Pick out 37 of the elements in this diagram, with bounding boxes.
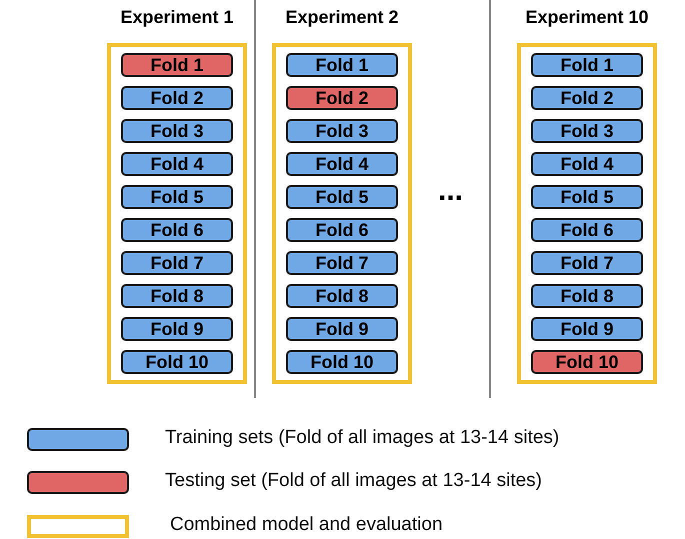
- legend-text: Combined model and evaluation: [170, 514, 443, 536]
- experiment-heading: Experiment 2: [285, 7, 399, 28]
- training-fold: Fold 9: [286, 317, 398, 341]
- training-fold: Fold 4: [121, 152, 233, 176]
- legend-text: Testing set (Fold of all images at 13-14 sites): [165, 470, 542, 492]
- training-fold: Fold 6: [286, 218, 398, 242]
- training-fold: Fold 7: [531, 251, 643, 275]
- training-fold: Fold 7: [121, 251, 233, 275]
- training-fold: Fold 8: [121, 284, 233, 308]
- training-fold: Fold 4: [531, 152, 643, 176]
- training-fold: Fold 6: [531, 218, 643, 242]
- ellipsis: ...: [438, 176, 464, 206]
- training-fold: Fold 5: [121, 185, 233, 209]
- training-fold: Fold 1: [286, 53, 398, 77]
- training-fold: Fold 1: [531, 53, 643, 77]
- testing-fold: Fold 10: [531, 350, 643, 374]
- training-fold: Fold 3: [531, 119, 643, 143]
- experiment-heading: Experiment 1: [120, 7, 234, 28]
- testing-fold: Fold 1: [121, 53, 233, 77]
- training-fold: Fold 3: [286, 119, 398, 143]
- experiment-heading: Experiment 10: [525, 7, 649, 28]
- training-fold: Fold 2: [121, 86, 233, 110]
- training-fold: Fold 6: [121, 218, 233, 242]
- training-fold: Fold 4: [286, 152, 398, 176]
- testing-fold: Fold 2: [286, 86, 398, 110]
- training-fold: Fold 8: [531, 284, 643, 308]
- training-fold: Fold 3: [121, 119, 233, 143]
- training-fold: Fold 5: [286, 185, 398, 209]
- legend-text: Training sets (Fold of all images at 13-14 sites): [165, 427, 560, 449]
- training-fold: Fold 9: [531, 317, 643, 341]
- training-fold: Fold 5: [531, 185, 643, 209]
- training-fold: Fold 7: [286, 251, 398, 275]
- training-fold: Fold 8: [286, 284, 398, 308]
- training-fold: Fold 10: [286, 350, 398, 374]
- training-fold: Fold 2: [531, 86, 643, 110]
- training-fold: Fold 10: [121, 350, 233, 374]
- training-fold: Fold 9: [121, 317, 233, 341]
